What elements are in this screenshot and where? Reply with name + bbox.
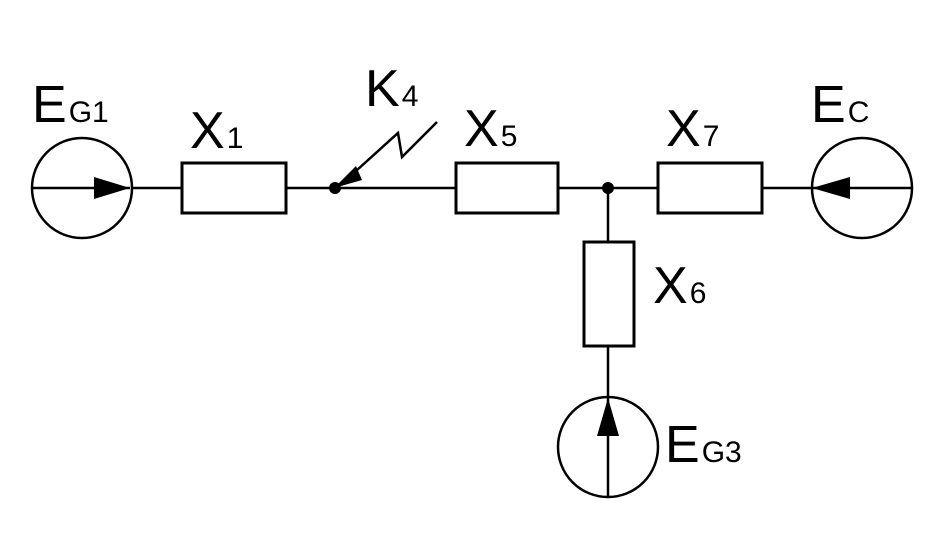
source-ec bbox=[810, 136, 914, 240]
reactance-x5 bbox=[454, 161, 560, 215]
label-eg1: EG1 bbox=[32, 76, 109, 134]
junction-node bbox=[602, 182, 614, 194]
label-k4: K4 bbox=[365, 60, 418, 118]
label-x7: X7 bbox=[666, 100, 719, 158]
label-x6: X6 bbox=[653, 257, 706, 315]
label-x1: X1 bbox=[190, 102, 243, 160]
reactance-x6 bbox=[582, 240, 636, 348]
generator-eg1 bbox=[30, 136, 134, 240]
label-eg3: EG3 bbox=[665, 416, 742, 474]
reactance-x7 bbox=[656, 161, 764, 215]
fault-k4 bbox=[329, 121, 438, 194]
label-x5: X5 bbox=[464, 100, 517, 158]
generator-eg3 bbox=[556, 395, 660, 499]
reactance-x1 bbox=[180, 161, 288, 215]
label-ec: EC bbox=[811, 76, 869, 134]
